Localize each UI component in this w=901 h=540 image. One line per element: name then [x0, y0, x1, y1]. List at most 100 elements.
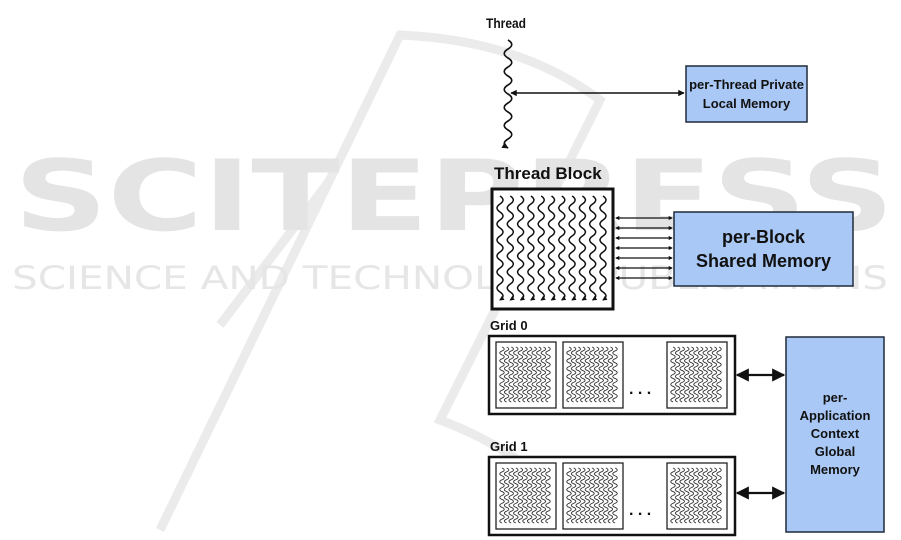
grid-block-thread — [674, 467, 681, 524]
grid-block-thread — [670, 467, 676, 524]
grid-block-thread — [598, 467, 604, 524]
block-thread — [527, 195, 536, 301]
block-thread — [547, 195, 557, 301]
grid-block-thread — [716, 467, 722, 524]
global-memory-line4: Global — [815, 444, 855, 459]
grid-block-thread — [522, 346, 528, 403]
watermark: SCITEPRESS SCIENCE AND TECHNOLOGY PUBLIC… — [12, 30, 894, 532]
grid-block-thread — [607, 346, 614, 403]
grid-block-thread — [580, 346, 586, 403]
block-thread — [537, 195, 546, 301]
grid-block-thread — [503, 346, 510, 403]
shared-memory-links — [615, 215, 673, 281]
grid-block-thread — [540, 467, 547, 524]
local-memory-line2: Local Memory — [703, 96, 791, 111]
grid-block-thread — [697, 467, 704, 524]
grid-block-thread — [679, 346, 685, 403]
grid-block-thread — [603, 346, 609, 403]
grid-block-thread — [580, 467, 586, 524]
shared-memory-line1: per-Block — [722, 227, 806, 247]
grid-block-thread — [584, 346, 591, 403]
grid-block-thread — [513, 346, 519, 403]
grid-block-thread — [508, 467, 514, 524]
grid-block-thread — [598, 346, 604, 403]
grid-block-thread — [612, 467, 618, 524]
block-thread — [599, 195, 608, 301]
grid-block-thread — [716, 346, 722, 403]
grid-1: Grid 1 . . . — [487, 439, 786, 537]
grid-0-label: Grid 0 — [490, 318, 528, 333]
grid-block-thread — [589, 346, 595, 403]
grid-block-thread — [711, 467, 718, 524]
grid-block-thread — [693, 467, 699, 524]
grid-block-thread — [570, 346, 577, 403]
block-thread — [578, 195, 587, 301]
grid-block-thread — [526, 467, 533, 524]
grid-block-thread — [688, 346, 695, 403]
local-memory-line1: per-Thread Private — [689, 77, 804, 92]
grid-block-thread — [545, 467, 551, 524]
grid-block-thread — [707, 346, 713, 403]
grid-block-thread — [522, 467, 528, 524]
grid-1-label: Grid 1 — [490, 439, 528, 454]
grid-block-thread — [545, 346, 551, 403]
global-memory-line1: per- — [823, 390, 848, 405]
thread-section: Thread — [486, 15, 685, 149]
global-memory-line3: Context — [811, 426, 860, 441]
grid-block-thread — [570, 467, 577, 524]
grid-block-thread — [503, 467, 510, 524]
thread-wavy-line — [501, 39, 513, 149]
grid-block-thread — [711, 346, 718, 403]
grid-block-thread — [526, 346, 533, 403]
block-thread — [588, 195, 598, 301]
grid-block-thread — [707, 467, 713, 524]
grid-block-thread — [612, 346, 618, 403]
grid-block-thread — [536, 346, 542, 403]
thread-block-box — [490, 187, 615, 311]
grid-block-thread — [684, 467, 690, 524]
grid-0: Grid 0 . . . — [487, 318, 786, 416]
grid-1-ellipsis: . . . — [629, 502, 651, 519]
local-memory-box: per-Thread Private Local Memory — [685, 65, 808, 123]
thread-block-label: Thread Block — [494, 164, 602, 183]
grid-block-thread — [702, 467, 708, 524]
grid-block-thread — [508, 346, 514, 403]
grid-block-thread — [517, 346, 524, 403]
block-thread — [496, 195, 505, 301]
grid-block-thread — [531, 346, 537, 403]
grid-block-thread — [499, 467, 505, 524]
grid-block-thread — [679, 467, 685, 524]
block-thread — [506, 195, 515, 301]
grid-block-thread — [499, 346, 505, 403]
thread-block-threads — [496, 195, 608, 301]
grid-block-thread — [697, 346, 704, 403]
grid-block-thread — [702, 346, 708, 403]
grid-block-thread — [517, 467, 524, 524]
grid-block-thread — [589, 467, 595, 524]
grid-block-thread — [566, 467, 572, 524]
grid-block-thread — [540, 346, 547, 403]
grid-0-ellipsis: . . . — [629, 381, 651, 398]
shared-memory-line2: Shared Memory — [696, 251, 831, 271]
grid-block-thread — [584, 467, 591, 524]
grid-block-thread — [536, 467, 542, 524]
block-thread — [516, 195, 526, 301]
thread-block-section: Thread Block — [490, 164, 673, 311]
grid-block-thread — [603, 467, 609, 524]
grid-block-thread — [688, 467, 695, 524]
global-memory-line5: Memory — [810, 462, 861, 477]
grid-block-thread — [593, 346, 600, 403]
grid-block-thread — [513, 467, 519, 524]
block-thread — [568, 195, 577, 301]
grid-block-thread — [684, 346, 690, 403]
thread-label: Thread — [486, 15, 526, 31]
grid-block-thread — [575, 346, 581, 403]
grid-block-thread — [674, 346, 681, 403]
block-thread — [558, 195, 567, 301]
grid-block-thread — [566, 346, 572, 403]
grid-block-thread — [607, 467, 614, 524]
grid-block-thread — [575, 467, 581, 524]
shared-memory-box: per-Block Shared Memory — [673, 211, 854, 287]
grid-block-thread — [670, 346, 676, 403]
